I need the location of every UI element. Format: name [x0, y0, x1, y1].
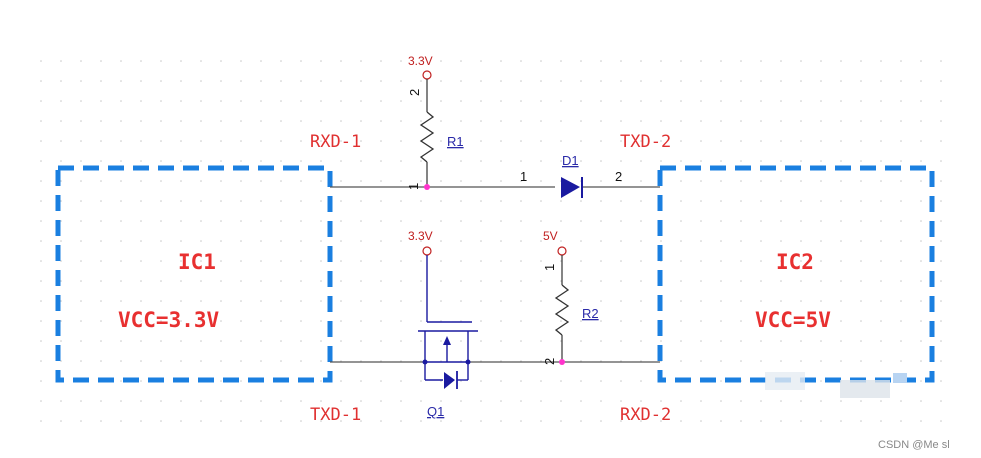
r1-supply-label: 3.3V	[408, 54, 433, 68]
r2-supply-label: 5V	[543, 229, 558, 243]
ic1-name: IC1	[178, 250, 216, 274]
r2-junction	[559, 359, 565, 365]
r2-resistor[interactable]	[554, 284, 570, 336]
ic1-block[interactable]	[55, 165, 333, 383]
net-label-rxd2: RXD-2	[620, 405, 671, 425]
watermark: CSDN @Me sl	[878, 439, 950, 451]
net-label-rxd1: RXD-1	[310, 132, 361, 152]
q1-supply-label: 3.3V	[408, 229, 433, 243]
net-label-txd1: TXD-1	[310, 405, 361, 425]
r2-pin1: 1	[542, 264, 557, 271]
blur-artifact	[765, 372, 805, 390]
d1-diode[interactable]	[561, 177, 580, 198]
r1-resistor[interactable]	[419, 111, 435, 163]
r1-pin1: 1	[406, 183, 421, 190]
q1-body-diode	[444, 372, 455, 389]
ic2-block[interactable]	[657, 165, 935, 383]
r2-pin2: 2	[542, 358, 557, 365]
q1-arrow	[443, 336, 451, 345]
dot-grid	[40, 50, 960, 435]
ic1-vcc: VCC=3.3V	[118, 308, 220, 332]
net-label-txd2: TXD-2	[620, 132, 671, 152]
ic2-vcc: VCC=5V	[755, 308, 831, 332]
d1-pin2: 2	[615, 169, 622, 184]
q1-mosfet[interactable]	[418, 255, 478, 381]
r2-refdes: R2	[582, 306, 599, 321]
ic2-name: IC2	[776, 250, 814, 274]
r1-junction	[424, 184, 430, 190]
q1-refdes: Q1	[427, 404, 444, 419]
d1-refdes: D1	[562, 153, 579, 168]
r1-pin2: 2	[407, 89, 422, 96]
r1-refdes: R1	[447, 134, 464, 149]
d1-pin1: 1	[520, 169, 527, 184]
